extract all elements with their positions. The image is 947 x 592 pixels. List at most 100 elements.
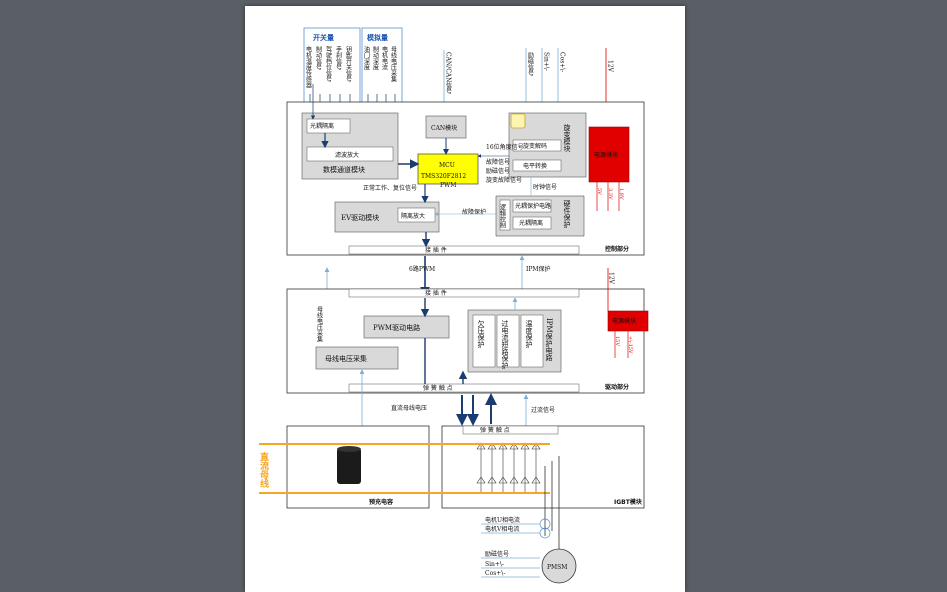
- cos-signal-label: Cos+\-: [559, 52, 566, 72]
- temp-protect-box: [520, 314, 544, 368]
- drive-power-out-0: 15V: [614, 336, 620, 346]
- mcu-box: [417, 153, 479, 185]
- digital-inputs-box: 开关量: [303, 27, 361, 107]
- opto-protect-box: [512, 199, 552, 213]
- hw-protect-label: 硬件保护: [563, 200, 571, 229]
- bottom-cos-label: Cos+\-: [485, 570, 505, 577]
- resolver-fault-label: 旋变故障信号: [486, 176, 522, 184]
- system-diagram: 开关量 模拟量 电机温度传感器制动信号驾驶档位信号手刹信号钥匙开关信号 油门深度…: [258, 27, 649, 584]
- resolver-decode-label: 旋变解码: [523, 142, 547, 150]
- bus-sample-v-label: 母线电压采集: [316, 306, 323, 343]
- control-section-label: 控制部分: [605, 245, 629, 253]
- mcu-label-1: MCU: [439, 162, 455, 169]
- current-v-label: 电机V相电流: [485, 525, 519, 533]
- analog-input-1: 制动深度: [372, 45, 379, 71]
- dc-bus-voltage-label: 直流母线电压: [391, 404, 427, 412]
- digital-inputs-title: 开关量: [313, 33, 334, 42]
- can-signal-label: CAN/CAN信号: [445, 52, 452, 96]
- cap-label: 预充电容: [369, 498, 393, 506]
- igbt-label: IGBT模块: [614, 498, 643, 506]
- analog-input-2: 电机电流: [381, 45, 388, 71]
- drive-terminal: [348, 383, 580, 393]
- digital-module-label: 数模通道模块: [323, 165, 365, 174]
- iso-amp-label: 隔离放大: [401, 212, 425, 220]
- digital-input-0: 电机温度传感器: [305, 45, 312, 89]
- excite-signal-inner-label: 励磁信号: [486, 167, 510, 175]
- drive-power-out-1: +\-15V: [627, 336, 633, 354]
- ipm-protect-label: IPM保护: [526, 265, 551, 273]
- control-section: 控制部分 光耦隔离 滤波放大 数模通道模块 CAN模块 MCU TMS320F2…: [286, 84, 645, 256]
- level-convert-label: 电平转换: [523, 162, 547, 170]
- pwm-label: PWM: [440, 182, 456, 189]
- drive-terminal-label: 弹 簧 触 点: [423, 384, 453, 392]
- analog-inputs-box: 模拟量: [361, 27, 403, 107]
- digital-input-2: 驾驶档位信号: [325, 45, 332, 83]
- sin-signal-label: Sin+\-: [543, 52, 550, 71]
- digital-input-1: 制动信号: [315, 45, 322, 71]
- drive-connector-label: 接 插 件: [425, 289, 447, 297]
- opto-protect-label: 光耦保护电路: [515, 202, 551, 210]
- bottom-sin-label: Sin+\-: [485, 561, 504, 568]
- uv-protect-label: 欠压保护: [477, 319, 485, 349]
- bus-sample-box: [315, 346, 399, 370]
- filter-amp-label: 滤波放大: [335, 151, 359, 159]
- mcu-label-2: TMS320F2812: [421, 173, 466, 180]
- igbt-bridge: [476, 442, 541, 493]
- bit16-label: 16位角度信号: [486, 143, 524, 151]
- oc-protect-label: 过电流短路保护: [501, 319, 509, 370]
- control-power-out-0: 5V: [596, 188, 602, 195]
- digital-input-3: 手刹信号: [335, 45, 342, 71]
- logic-ctrl-label: 逻辑控制: [499, 203, 506, 229]
- control-connector-label: 接 插 件: [425, 246, 447, 254]
- bottom-excite-label: 励磁信号: [485, 550, 509, 558]
- fault-protect-label: 故障保护: [462, 208, 486, 216]
- igbt-terminal-label: 弹 簧 触 点: [480, 426, 510, 434]
- control-power-out-1: 3.3V: [607, 188, 613, 200]
- normal-work-label: 正常工作、复位信号: [363, 184, 417, 192]
- drive-power-label: 电源模块: [612, 317, 636, 325]
- ev-drive-label: EV驱动模块: [341, 213, 379, 222]
- uv-protect-box: [472, 314, 496, 368]
- pmsm-motor: [541, 548, 577, 584]
- oc-protect-box: [496, 314, 520, 368]
- six-pwm-label: 6路PWM: [409, 265, 435, 273]
- control-power-label: 电源模块: [594, 151, 618, 159]
- resolver-module-label: 旋变模块: [563, 123, 571, 153]
- pwm-drive-label: PWM驱动电路: [373, 323, 420, 332]
- excite-signal-label: 励磁信号: [527, 51, 534, 77]
- timer-signal-label: 时钟信号: [533, 183, 557, 191]
- analog-input-3: 母线电压采集: [390, 46, 397, 83]
- can-module-label: CAN模块: [431, 124, 457, 132]
- analog-inputs-title: 模拟量: [367, 33, 388, 42]
- pwm-drive-box: [363, 315, 450, 339]
- opto-iso-box: [512, 216, 552, 230]
- level-convert-box: [512, 159, 562, 172]
- motor-label: PMSM: [547, 564, 567, 571]
- control-connector: [348, 245, 580, 255]
- v12-top-label: 12V: [607, 60, 614, 73]
- fault-signal-label: 故障信号: [486, 158, 510, 166]
- logic-ctrl-box: [499, 199, 511, 231]
- overcurrent-label: 过流信号: [531, 406, 555, 414]
- igbt-terminal: [462, 425, 559, 435]
- opto-iso-label: 光耦隔离: [519, 219, 543, 227]
- opto-isolation-label: 光耦隔离: [310, 122, 334, 130]
- dc-bus-label: 直流母线: [258, 451, 269, 489]
- drive-connector-top: [348, 288, 580, 298]
- capacitor-icon: [337, 448, 361, 484]
- control-power-module: [588, 126, 630, 183]
- opto-isolation-box: [306, 118, 351, 134]
- drive-section-label: 驱动部分: [605, 383, 629, 391]
- current-u-label: 电机U相电流: [485, 516, 520, 524]
- temp-protect-label: 温度保护: [525, 319, 533, 349]
- digital-input-4: 钥匙开关信号: [345, 45, 352, 83]
- ipm-circuit-label: IPM保护电路: [545, 318, 553, 362]
- note-icon[interactable]: [510, 113, 526, 129]
- drive-section: 驱动部分 接 插 件 母线电压采集 PWM驱动电路 母线电压采集 欠压保护 过电…: [286, 268, 649, 394]
- analog-input-0: 油门深度: [363, 45, 370, 71]
- bus-sample-label: 母线电压采集: [325, 354, 367, 363]
- control-power-out-2: 1.8V: [618, 188, 624, 200]
- filter-amp-box: [306, 146, 394, 162]
- resolver-decode-box: [512, 139, 562, 152]
- igbt-section: 弹 簧 触 点 IGBT模块: [441, 425, 645, 509]
